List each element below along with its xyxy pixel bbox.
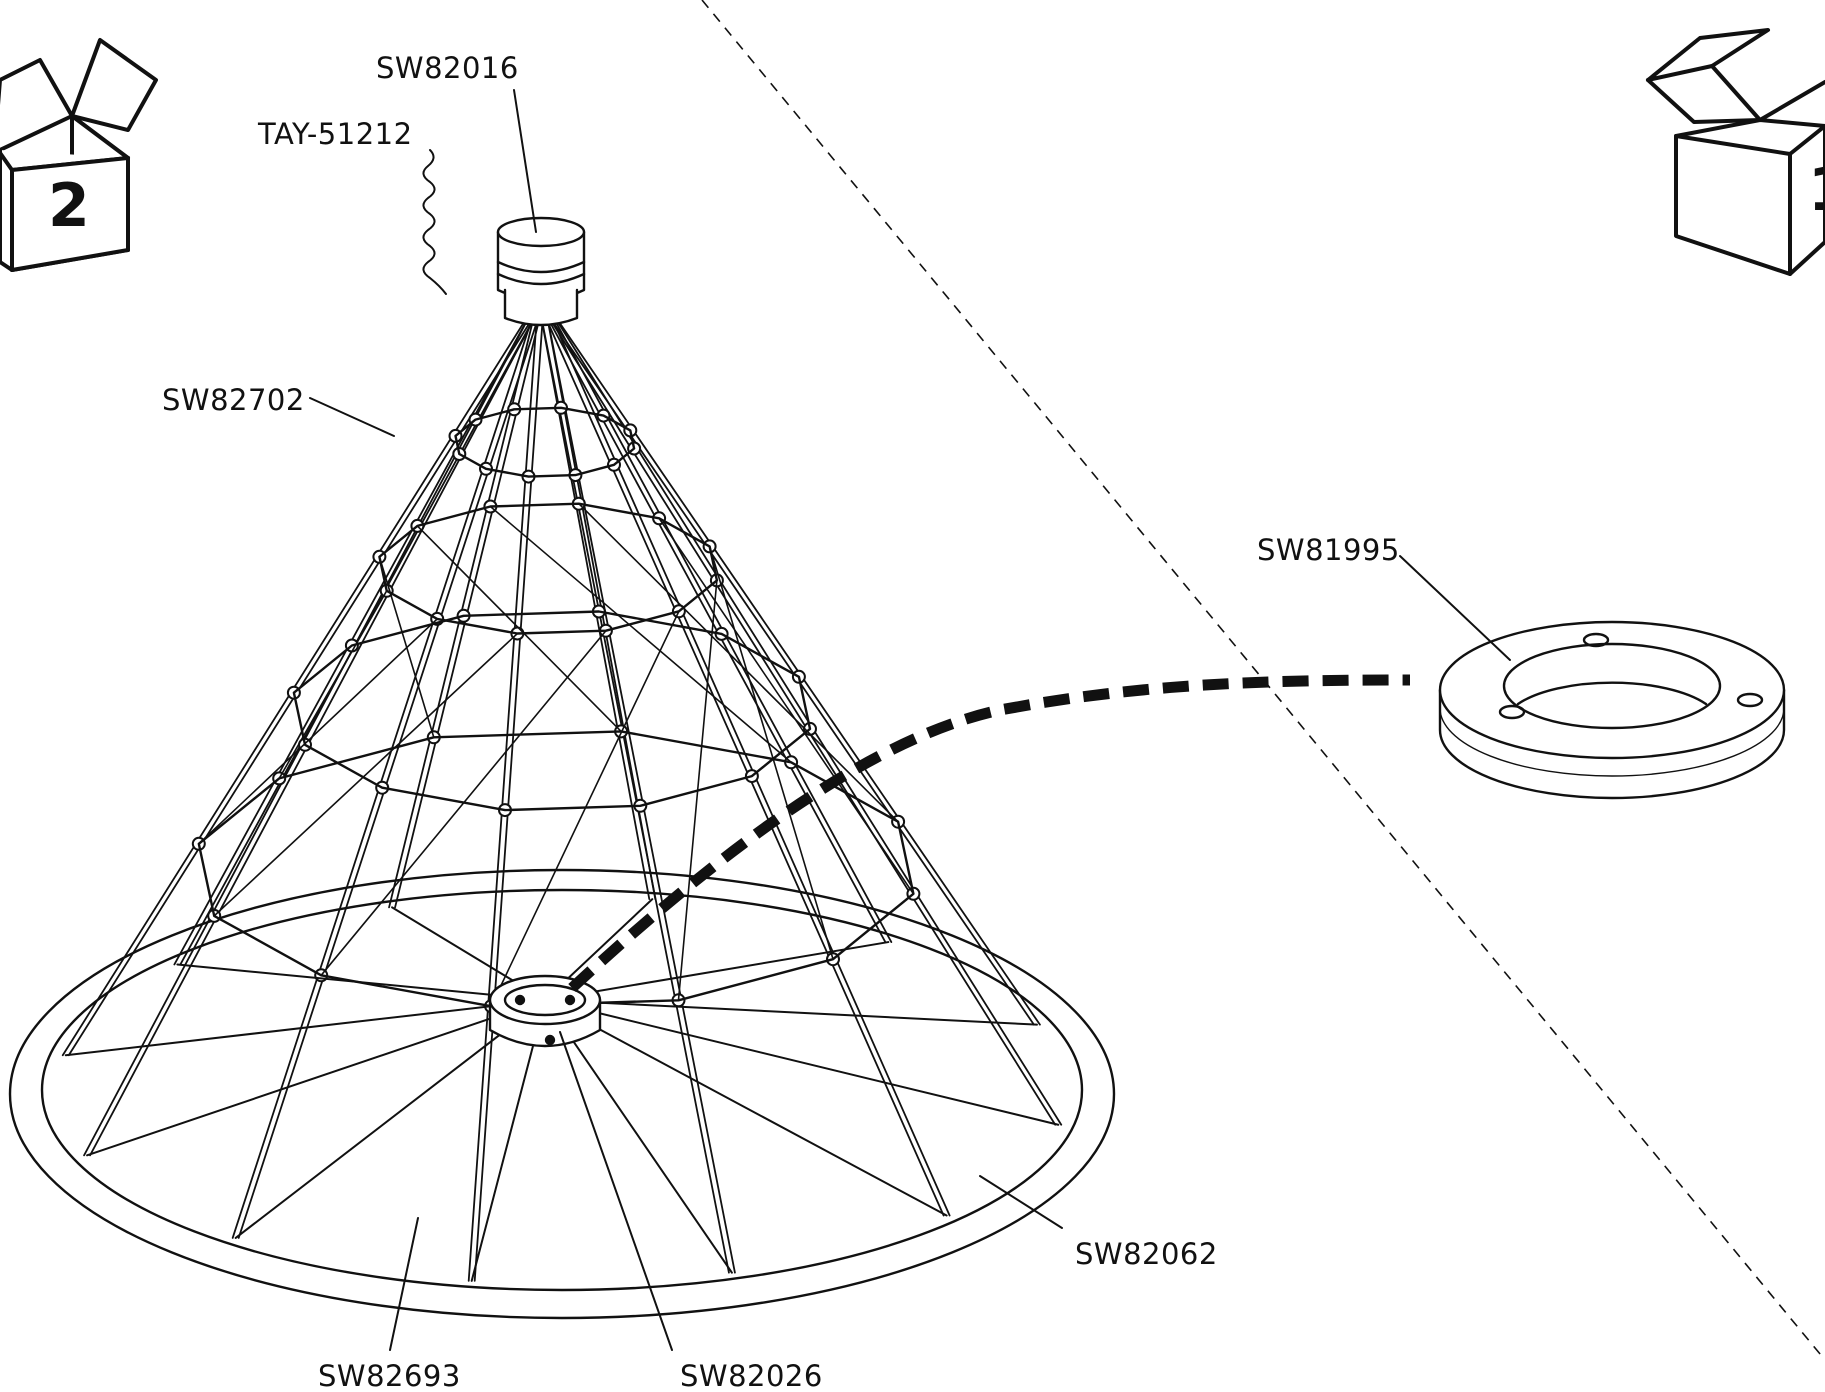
- cross-rope: [708, 545, 834, 960]
- label-ring: SW81995: [1257, 533, 1400, 567]
- cross-rope: [677, 579, 718, 1002]
- cross-rope: [198, 618, 438, 845]
- label-hub: SW82026: [680, 1359, 823, 1392]
- rope-line: [61, 299, 539, 1057]
- rope-line: [473, 299, 545, 1282]
- rope-line: [537, 299, 945, 1217]
- hub-spoke: [544, 999, 1038, 1026]
- rope-line: [537, 299, 1057, 1126]
- rope-ring: [292, 610, 812, 812]
- top-cap: [496, 216, 586, 327]
- rope-cone: [61, 299, 1063, 1282]
- rope-line: [537, 299, 651, 901]
- rope-line: [394, 299, 545, 909]
- rope-line: [537, 299, 887, 943]
- hub-spoke: [470, 999, 546, 1282]
- label-rope-segment: SW82693: [318, 1359, 461, 1392]
- hub-spoke: [64, 999, 546, 1057]
- rope-line: [467, 299, 539, 1282]
- rope-line: [388, 299, 539, 909]
- box-2-number: 2: [48, 171, 90, 241]
- placement-path: [568, 674, 1411, 993]
- rope-ring: [454, 406, 636, 478]
- cross-rope: [320, 629, 607, 977]
- cross-rope: [213, 632, 519, 917]
- rope-line: [237, 299, 545, 1239]
- box-1-icon: [1646, 28, 1825, 276]
- rope-line: [543, 299, 1063, 1126]
- box-1-number: 1: [1808, 155, 1825, 225]
- hub-spoke: [544, 999, 733, 1274]
- hub-spoke: [86, 999, 546, 1157]
- rope-line: [83, 299, 539, 1157]
- rope-line: [173, 299, 539, 966]
- rope-line: [543, 299, 893, 943]
- hub-spoke: [544, 999, 948, 1217]
- rope-line: [537, 299, 1035, 1026]
- cross-rope: [378, 555, 435, 739]
- separator-dashed-line: [701, 0, 1825, 1361]
- cross-rope: [658, 517, 915, 895]
- hub-spoke: [544, 999, 1060, 1126]
- cross-rope: [278, 590, 388, 780]
- cross-rope: [490, 610, 680, 1008]
- rope-line: [543, 299, 951, 1217]
- cross-rope: [489, 505, 792, 764]
- rope-line: [89, 299, 545, 1157]
- cross-rope: [416, 525, 622, 733]
- cross-rope: [578, 502, 899, 823]
- rope-line: [231, 299, 539, 1239]
- rope-line: [543, 299, 736, 1274]
- center-hub: [488, 974, 602, 1048]
- label-cap: SW82016: [376, 51, 519, 85]
- base-ring: [8, 868, 1116, 1320]
- ring-part: [1438, 620, 1786, 800]
- label-rope-net: SW82702: [162, 383, 305, 417]
- label-base-frame: SW82062: [1075, 1237, 1218, 1271]
- rope-line: [543, 299, 1041, 1026]
- hub-spoke: [176, 963, 546, 1001]
- leader-lines: [309, 89, 1511, 1351]
- label-connector: TAY-51212: [257, 117, 413, 151]
- hub-spoke: [234, 999, 546, 1239]
- rope-line: [67, 299, 545, 1057]
- box-2-icon: [0, 38, 158, 272]
